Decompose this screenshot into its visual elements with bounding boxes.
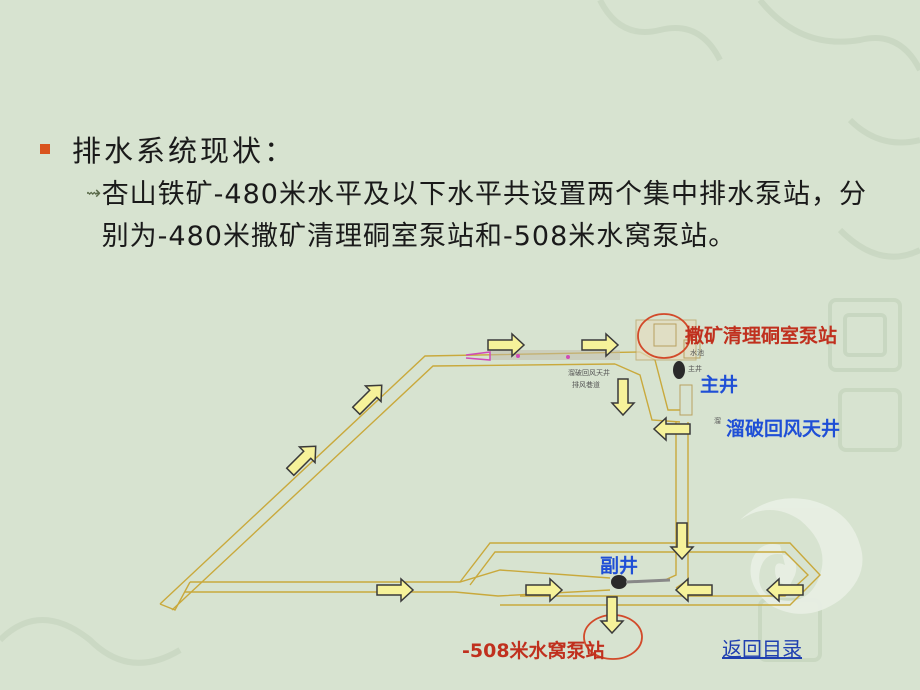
flow-arrow <box>611 378 635 416</box>
heading-row: 排水系统现状： <box>40 128 296 170</box>
tunnel-note-1: 溜破回风天井 <box>568 369 610 377</box>
flow-arrow <box>525 578 563 602</box>
sump-small-label: 水池 <box>690 349 704 357</box>
slide-description: 杏山铁矿-480米水平及以下水平共设置两个集中排水泵站，分别为-480米撒矿清理… <box>101 179 867 252</box>
marker-dot <box>516 354 520 358</box>
slide-heading: 排水系统现状： <box>72 134 297 168</box>
flow-arrow <box>670 522 694 560</box>
side-small-label: 溜 <box>714 417 721 425</box>
main-shaft-small-label: 主井 <box>688 365 702 373</box>
magenta-marker <box>465 351 491 361</box>
back-to-contents-link[interactable]: 返回目录 <box>722 637 802 661</box>
sub-bullet-icon: ⇝ <box>86 183 102 204</box>
flow-arrow <box>675 578 713 602</box>
aux-shaft-symbol <box>611 575 627 589</box>
pump-station-480-circle <box>637 313 691 359</box>
dragon-watermark <box>740 498 863 614</box>
main-shaft-symbol <box>673 361 685 379</box>
pump-station-508-label: -508米水窝泵站 <box>462 640 605 662</box>
description-row: ⇝ 杏山铁矿-480米水平及以下水平共设置两个集中排水泵站，分别为-480米撒矿… <box>86 174 886 258</box>
upper-tunnel-fill <box>490 350 620 360</box>
shaft-building <box>635 319 701 416</box>
aux-shaft-label: 副井 <box>600 555 639 577</box>
bullet-square-icon <box>40 144 50 154</box>
marker-dot <box>566 355 570 359</box>
pump-station-480-label: 撒矿清理硐室泵站 <box>685 325 838 347</box>
tunnel-note-2: 排风巷道 <box>572 381 600 389</box>
main-shaft-label: 主井 <box>700 374 739 396</box>
vent-shaft-label: 溜破回风天井 <box>726 418 841 440</box>
